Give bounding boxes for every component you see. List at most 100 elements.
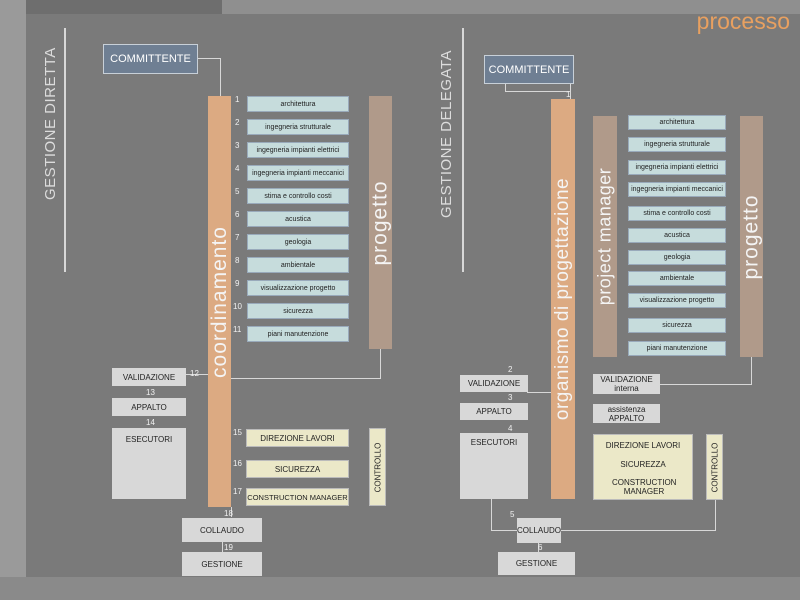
step-num: 18: [224, 509, 233, 518]
connector: [505, 91, 570, 92]
item-num: 5: [235, 187, 240, 196]
coordinamento-bar: coordinamento: [208, 96, 231, 507]
discipline-box: acustica: [247, 211, 349, 227]
appalto-box-left: APPALTO: [112, 398, 186, 416]
bottom-bar: [0, 577, 800, 600]
controllo-box-left: CONTROLLO: [369, 428, 386, 506]
top-strip: [0, 0, 222, 14]
connector: [380, 348, 381, 378]
connector: [538, 543, 539, 553]
section-rule-left: [64, 28, 66, 272]
discipline-box: stima e controllo costi: [628, 206, 726, 221]
connector: [220, 58, 221, 96]
discipline-box: ingegneria impianti elettrici: [247, 142, 349, 158]
step-num: 5: [510, 510, 515, 519]
step-num: 13: [146, 388, 155, 397]
coordinamento-label: coordinamento: [207, 225, 231, 378]
section-title-diretta: GESTIONE DIRETTA: [42, 47, 59, 200]
controllo-box-right: CONTROLLO: [706, 434, 723, 500]
item-num: 8: [235, 256, 240, 265]
gestione-box-right: GESTIONE: [498, 552, 575, 575]
progetto-label-left: progetto: [368, 179, 392, 266]
discipline-box: piani manutenzione: [247, 326, 349, 342]
discipline-box: ingegneria impianti meccanici: [247, 165, 349, 181]
project-manager-label: project manager: [594, 167, 615, 306]
item-num: 4: [235, 164, 240, 173]
discipline-box: ingegneria impianti meccanici: [628, 182, 726, 197]
item-num: 7: [235, 233, 240, 242]
discipline-box: acustica: [628, 228, 726, 243]
discipline-box: geologia: [247, 234, 349, 250]
step-num: 15: [233, 428, 242, 437]
committente-box-right: COMMITTENTE: [484, 55, 574, 84]
discipline-box: ambientale: [628, 271, 726, 286]
step-num: 3: [508, 393, 513, 402]
discipline-box: visualizzazione progetto: [628, 293, 726, 308]
connector: [561, 530, 716, 531]
direzione-lavori-label-right: DIREZIONE LAVORI: [605, 441, 681, 450]
step-num: 1: [566, 90, 571, 99]
top-bar: [222, 0, 800, 14]
connector: [222, 542, 223, 552]
discipline-box: architettura: [628, 115, 726, 130]
connector: [527, 392, 551, 393]
construction-manager-label-right: CONSTRUCTION MANAGER: [612, 478, 677, 496]
discipline-box: ambientale: [247, 257, 349, 273]
controllo-label-right: CONTROLLO: [710, 442, 720, 492]
item-num: 10: [233, 302, 242, 311]
project-manager-bar: project manager: [593, 116, 617, 357]
connector: [660, 384, 752, 385]
committente-box-left: COMMITTENTE: [103, 44, 198, 74]
step-num: 2: [508, 365, 513, 374]
item-num: 11: [233, 325, 242, 334]
discipline-box: visualizzazione progetto: [247, 280, 349, 296]
connector: [491, 530, 517, 531]
discipline-box: sicurezza: [247, 303, 349, 319]
page-title: processo: [696, 8, 790, 34]
esecutori-box-left: ESECUTORI: [112, 428, 186, 499]
progetto-label-right: progetto: [739, 193, 763, 280]
discipline-box: sicurezza: [628, 318, 726, 333]
collaudo-box-left: COLLAUDO: [182, 518, 262, 542]
connector: [715, 499, 716, 531]
step-num: 19: [224, 543, 233, 552]
gestione-box-left: GESTIONE: [182, 552, 262, 576]
step-num: 6: [538, 543, 543, 552]
esecutori-box-right: ESECUTORI: [460, 433, 528, 499]
discipline-box: ingegneria strutturale: [247, 119, 349, 135]
connector: [505, 84, 506, 92]
connector: [198, 58, 220, 59]
controllo-label-left: CONTROLLO: [373, 442, 383, 492]
connector: [208, 378, 381, 379]
connector: [491, 499, 492, 531]
progetto-bar-right: progetto: [740, 116, 763, 357]
connector: [751, 357, 752, 385]
step-num: 16: [233, 459, 242, 468]
step-num: 4: [508, 424, 513, 433]
step-num: 12: [190, 369, 199, 378]
collaudo-box-right: COLLAUDO: [517, 518, 561, 543]
construction-manager-box-left: CONSTRUCTION MANAGER: [246, 488, 349, 506]
validazione-interna-box: VALIDAZIONE interna: [593, 374, 660, 394]
discipline-box: geologia: [628, 250, 726, 265]
item-num: 9: [235, 279, 240, 288]
discipline-box: architettura: [247, 96, 349, 112]
direzione-lavori-box-left: DIREZIONE LAVORI: [246, 429, 349, 447]
section-title-delegata: GESTIONE DELEGATA: [438, 50, 455, 218]
validazione-box-left: VALIDAZIONE: [112, 368, 186, 386]
step-num: 14: [146, 418, 155, 427]
sicurezza-label-right: SICUREZZA: [620, 460, 666, 469]
discipline-box: stima e controllo costi: [247, 188, 349, 204]
item-num: 3: [235, 141, 240, 150]
item-num: 6: [235, 210, 240, 219]
discipline-box: piani manutenzione: [628, 341, 726, 356]
organismo-progettazione-bar: organismo di progettazione: [551, 99, 575, 499]
item-num: 1: [235, 95, 240, 104]
step-num: 17: [233, 487, 242, 496]
connector: [186, 374, 208, 375]
assistenza-appalto-box: assistenza APPALTO: [593, 404, 660, 423]
discipline-box: ingegneria strutturale: [628, 137, 726, 152]
organismo-label: organismo di progettazione: [552, 177, 574, 421]
appalto-box-right: APPALTO: [460, 403, 528, 420]
discipline-box: ingegneria impianti elettrici: [628, 160, 726, 175]
